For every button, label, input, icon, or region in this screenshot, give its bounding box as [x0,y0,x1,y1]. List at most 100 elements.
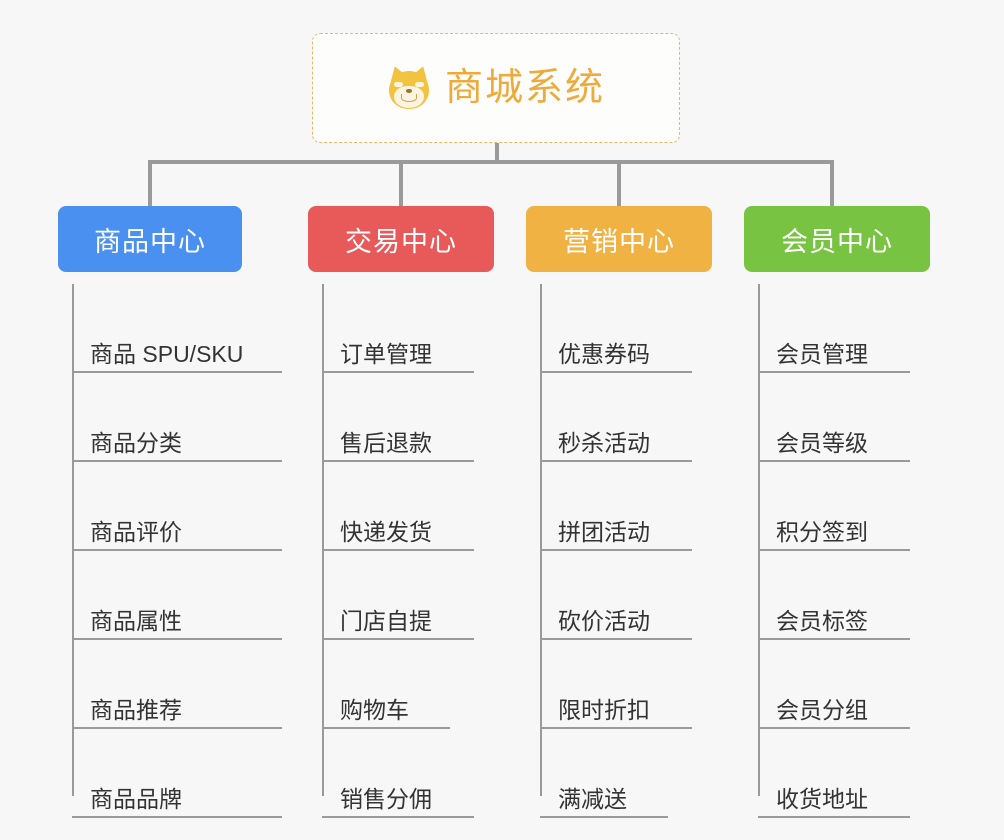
leaf-underline [322,816,474,818]
leaf-underline [758,371,910,373]
branch-column-trade: 交易中心 订单管理 售后退款 快递发货 门店自提 购物车 [308,206,508,818]
leaf-underline [72,371,282,373]
leaf-list-marketing: 优惠券码 秒杀活动 拼团活动 砍价活动 限时折扣 满减送 [526,284,726,818]
category-header-product[interactable]: 商品中心 [58,206,242,272]
leaf-underline [540,638,692,640]
connector-drop-4 [830,160,834,206]
list-item[interactable]: 快递发货 [308,462,508,551]
leaf-label: 商品 SPU/SKU [90,340,244,367]
leaf-underline [72,816,282,818]
category-header-label: 商品中心 [94,226,206,257]
shiba-nose-icon [405,89,412,93]
list-item[interactable]: 商品 SPU/SKU [58,284,298,373]
leaf-label: 优惠券码 [558,340,650,367]
leaf-underline [540,549,692,551]
leaf-label: 会员分组 [776,696,868,723]
leaf-label: 快递发货 [340,518,432,545]
list-item[interactable]: 门店自提 [308,551,508,640]
leaf-underline [758,460,910,462]
leaf-underline [322,371,474,373]
list-item[interactable]: 会员标签 [744,551,944,640]
leaf-underline [540,727,692,729]
list-item[interactable]: 积分签到 [744,462,944,551]
list-item[interactable]: 订单管理 [308,284,508,373]
list-item[interactable]: 优惠券码 [526,284,726,373]
leaf-underline [758,549,910,551]
list-item[interactable]: 购物车 [308,640,508,729]
leaf-label: 秒杀活动 [558,429,650,456]
leaf-underline [322,549,474,551]
connector-root-stem [495,143,499,164]
leaf-list-member: 会员管理 会员等级 积分签到 会员标签 会员分组 收货地址 [744,284,944,818]
list-item[interactable]: 会员等级 [744,373,944,462]
list-item[interactable]: 销售分佣 [308,729,508,818]
leaf-underline [72,549,282,551]
list-item[interactable]: 商品属性 [58,551,298,640]
category-header-marketing[interactable]: 营销中心 [526,206,712,272]
leaf-underline [758,727,910,729]
leaf-label: 售后退款 [340,429,432,456]
connector-drop-1 [148,160,152,206]
connector-drop-3 [617,160,621,206]
leaf-underline [758,638,910,640]
leaf-label: 积分签到 [776,518,868,545]
leaf-label: 会员等级 [776,429,868,456]
leaf-label: 购物车 [340,696,409,723]
root-title: 商城系统 [444,67,605,109]
leaf-label: 满减送 [558,785,627,812]
leaf-label: 商品推荐 [90,696,182,723]
branch-column-product: 商品中心 商品 SPU/SKU 商品分类 商品评价 商品属性 商品推荐 [58,206,298,818]
leaf-underline [540,371,692,373]
leaf-underline [322,460,474,462]
list-item[interactable]: 满减送 [526,729,726,818]
leaf-list-trade: 订单管理 售后退款 快递发货 门店自提 购物车 销售分佣 [308,284,508,818]
leaf-label: 砍价活动 [558,607,650,634]
leaf-list-product: 商品 SPU/SKU 商品分类 商品评价 商品属性 商品推荐 商品品牌 [58,284,298,818]
list-item[interactable]: 会员管理 [744,284,944,373]
branch-column-member: 会员中心 会员管理 会员等级 积分签到 会员标签 会员分组 [744,206,944,818]
list-item[interactable]: 商品推荐 [58,640,298,729]
category-header-member[interactable]: 会员中心 [744,206,930,272]
list-item[interactable]: 商品评价 [58,462,298,551]
leaf-label: 商品分类 [90,429,182,456]
list-item[interactable]: 砍价活动 [526,551,726,640]
list-item[interactable]: 秒杀活动 [526,373,726,462]
leaf-label: 限时折扣 [558,696,650,723]
leaf-label: 拼团活动 [558,518,650,545]
leaf-label: 门店自提 [340,607,432,634]
leaf-underline [540,460,692,462]
list-item[interactable]: 商品分类 [58,373,298,462]
list-item[interactable]: 售后退款 [308,373,508,462]
connector-drop-2 [399,160,403,206]
shiba-mouth-icon [400,94,417,102]
leaf-label: 订单管理 [340,340,432,367]
leaf-label: 会员管理 [776,340,868,367]
leaf-label: 销售分佣 [340,785,432,812]
shiba-eye-right-icon [414,82,424,87]
category-header-label: 会员中心 [781,226,893,257]
leaf-label: 会员标签 [776,607,868,634]
list-item[interactable]: 拼团活动 [526,462,726,551]
category-header-label: 交易中心 [345,226,457,257]
category-header-label: 营销中心 [563,226,675,257]
shiba-eye-left-icon [393,82,403,87]
category-header-trade[interactable]: 交易中心 [308,206,494,272]
leaf-label: 收货地址 [776,785,868,812]
leaf-label: 商品品牌 [90,785,182,812]
root-node[interactable]: 商城系统 [312,33,680,143]
leaf-underline [72,638,282,640]
list-item[interactable]: 会员分组 [744,640,944,729]
leaf-underline [322,727,450,729]
leaf-label: 商品评价 [90,518,182,545]
leaf-underline [72,727,282,729]
shiba-inu-icon [386,63,432,110]
leaf-label: 商品属性 [90,607,182,634]
list-item[interactable]: 商品品牌 [58,729,298,818]
branch-column-marketing: 营销中心 优惠券码 秒杀活动 拼团活动 砍价活动 限时折扣 [526,206,726,818]
leaf-underline [322,638,474,640]
leaf-underline [72,460,282,462]
leaf-underline [540,816,668,818]
list-item[interactable]: 限时折扣 [526,640,726,729]
list-item[interactable]: 收货地址 [744,729,944,818]
